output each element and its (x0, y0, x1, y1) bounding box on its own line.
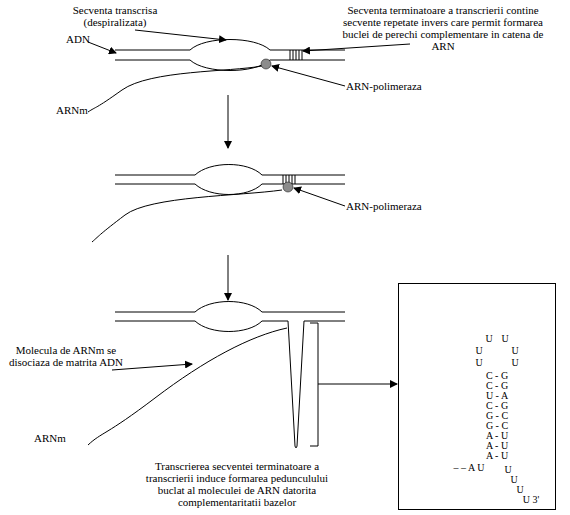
base-pair: U (516, 485, 523, 495)
leader-arrow (318, 384, 397, 385)
callout-label: Secventa transcrisa (despiralizata) (52, 4, 178, 28)
leader-arrow (135, 30, 226, 40)
base-pair: U - A (486, 391, 508, 401)
rna-strand (92, 190, 282, 242)
base-pair: – – A U (454, 463, 485, 473)
callout-label: Transcrierea secventei terminatoare a tr… (132, 460, 342, 508)
sequence-box: UUUUUUC - GC - GU - AC - GG - CG - CA - … (398, 283, 556, 510)
base-pair: U (511, 346, 518, 356)
dna-strand (115, 184, 345, 195)
base-pair: U 3' (523, 495, 540, 505)
bracket (310, 323, 318, 446)
callout-label: ARN-polimeraza (346, 80, 456, 92)
dna-strand (115, 302, 345, 313)
rna-strand (88, 328, 287, 445)
dna-strand (115, 60, 345, 71)
polymerase-symbol (261, 59, 271, 69)
callout-label: Molecula de ARNm se disociaza de matrita… (4, 344, 128, 368)
callout-label: ADN (66, 33, 106, 45)
leader-arrow (303, 44, 410, 51)
base-pair: A - U (486, 451, 508, 461)
terminator-hatch (290, 50, 302, 60)
base-pair: G - C (486, 411, 508, 421)
base-pair: C - G (486, 401, 508, 411)
leader-arrow (294, 188, 345, 206)
leader-arrow (88, 42, 116, 53)
dna-strand (115, 40, 345, 51)
polymerase-symbol (283, 182, 293, 192)
base-pair: A - U (486, 441, 508, 451)
base-pair: U (485, 334, 492, 344)
base-pair: U (510, 475, 517, 485)
leader-arrow (272, 66, 345, 86)
callout-label: Secventa terminatoare a transcrierii con… (333, 4, 553, 52)
rna-strand (88, 66, 262, 112)
base-pair: U (475, 346, 482, 356)
base-pair: G - C (486, 421, 508, 431)
base-pair: C - G (486, 371, 508, 381)
step-arrow (228, 95, 229, 148)
callout-label: ARNm (56, 104, 96, 116)
dna-strand (115, 165, 345, 176)
base-pair: U (501, 334, 508, 344)
leader-arrow (112, 364, 192, 370)
base-pair: U (511, 358, 518, 368)
base-pair: U (504, 465, 511, 475)
callout-label: ARNm (34, 432, 74, 444)
rna-hairpin (115, 321, 345, 448)
base-pair: A - U (486, 431, 508, 441)
base-pair: C - G (486, 381, 508, 391)
step-arrow (228, 255, 229, 300)
base-pair: U (475, 358, 482, 368)
callout-label: ARN-polimeraza (346, 200, 456, 212)
